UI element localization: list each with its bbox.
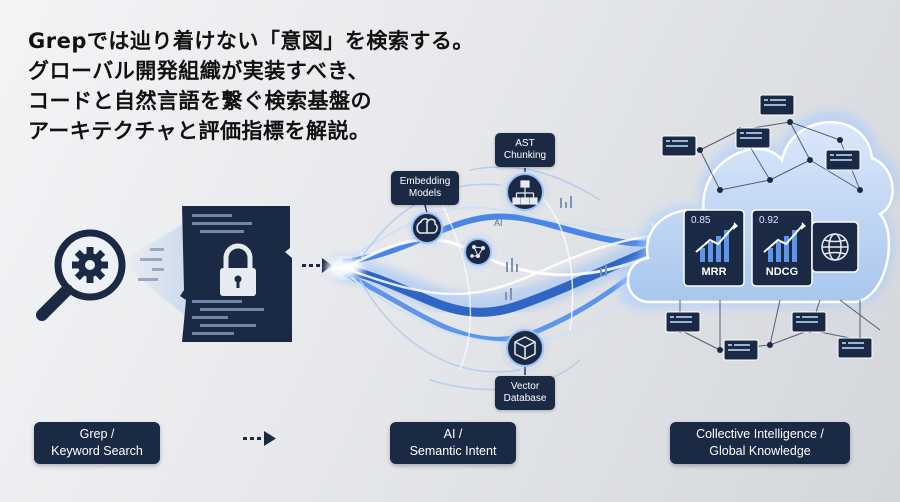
metric-value-mrr: 0.85: [691, 215, 711, 226]
hierarchy-node: [499, 166, 551, 218]
brain-node: [405, 206, 449, 250]
tag-ast-line-1: AST: [515, 138, 535, 149]
magnifier-gear-icon: [36, 220, 190, 321]
headline-line-2: グローバル開発組織が実装すべき、: [28, 59, 369, 83]
bar-chart-icon: [700, 230, 729, 262]
headline-line-3: コードと自然言語を繋ぐ検索基盤の: [28, 89, 372, 113]
metric-label-mrr: MRR: [701, 266, 727, 278]
tag-embedding-line-1: Embedding: [399, 176, 451, 187]
stage-collective-line-1: Collective Intelligence /: [696, 427, 824, 441]
small-arrow-top: [302, 258, 332, 273]
stage-grep-keyword-search: Grep / Keyword Search: [34, 422, 160, 464]
stage-ai-line-2: Semantic Intent: [409, 444, 497, 458]
headline-line-4: アーキテクチャと評価指標を解説。: [28, 119, 371, 143]
metric-panel-ndcg: [751, 209, 813, 287]
headline: Grepでは辿り着けない「意図」を検索する。 グローバル開発組織が実装すべき、 …: [28, 26, 488, 146]
stage-grep-line-2: Keyword Search: [51, 444, 143, 458]
globe-panel: [811, 221, 859, 273]
tag-embedding-line-2: Models: [408, 188, 442, 199]
stage-ai-line-1: AI /: [443, 427, 463, 441]
decorative-bars: [505, 196, 607, 300]
stage-collective-intelligence: Collective Intelligence / Global Knowled…: [670, 422, 850, 464]
flow-origin-glow: [327, 258, 363, 278]
tag-ast-line-2: Chunking: [503, 150, 547, 161]
brain-icon: [416, 218, 438, 234]
metric-value-ndcg: 0.92: [759, 215, 779, 226]
stage-grep-line-1: Grep /: [79, 427, 115, 441]
hierarchy-icon: [512, 180, 538, 205]
lock-icon: [220, 243, 256, 296]
tag-vector-database: Vector Database: [495, 376, 555, 410]
headline-line-1: Grepでは辿り着けない「意図」を検索する。: [28, 29, 474, 53]
metric-label-ndcg: NDCG: [765, 266, 799, 278]
ai-small-label: AI: [494, 218, 503, 228]
stage-ai-semantic-intent: AI / Semantic Intent: [390, 422, 516, 464]
tag-vector-line-1: Vector: [510, 381, 540, 392]
tag-ast-chunking: AST Chunking: [495, 133, 555, 167]
neural-node: [458, 232, 498, 272]
cube-icon: [514, 336, 536, 360]
bar-chart-icon: [768, 230, 797, 262]
cube-node: [499, 322, 551, 374]
code-document-lock: [180, 206, 292, 342]
stage-collective-line-2: Global Knowledge: [709, 444, 811, 458]
globe-icon: [821, 233, 849, 261]
tag-embedding-models: Embedding Models: [391, 171, 459, 205]
metric-panel-mrr: [683, 209, 745, 287]
tag-vector-line-2: Database: [503, 393, 547, 404]
small-arrow-bottom: [243, 431, 276, 446]
